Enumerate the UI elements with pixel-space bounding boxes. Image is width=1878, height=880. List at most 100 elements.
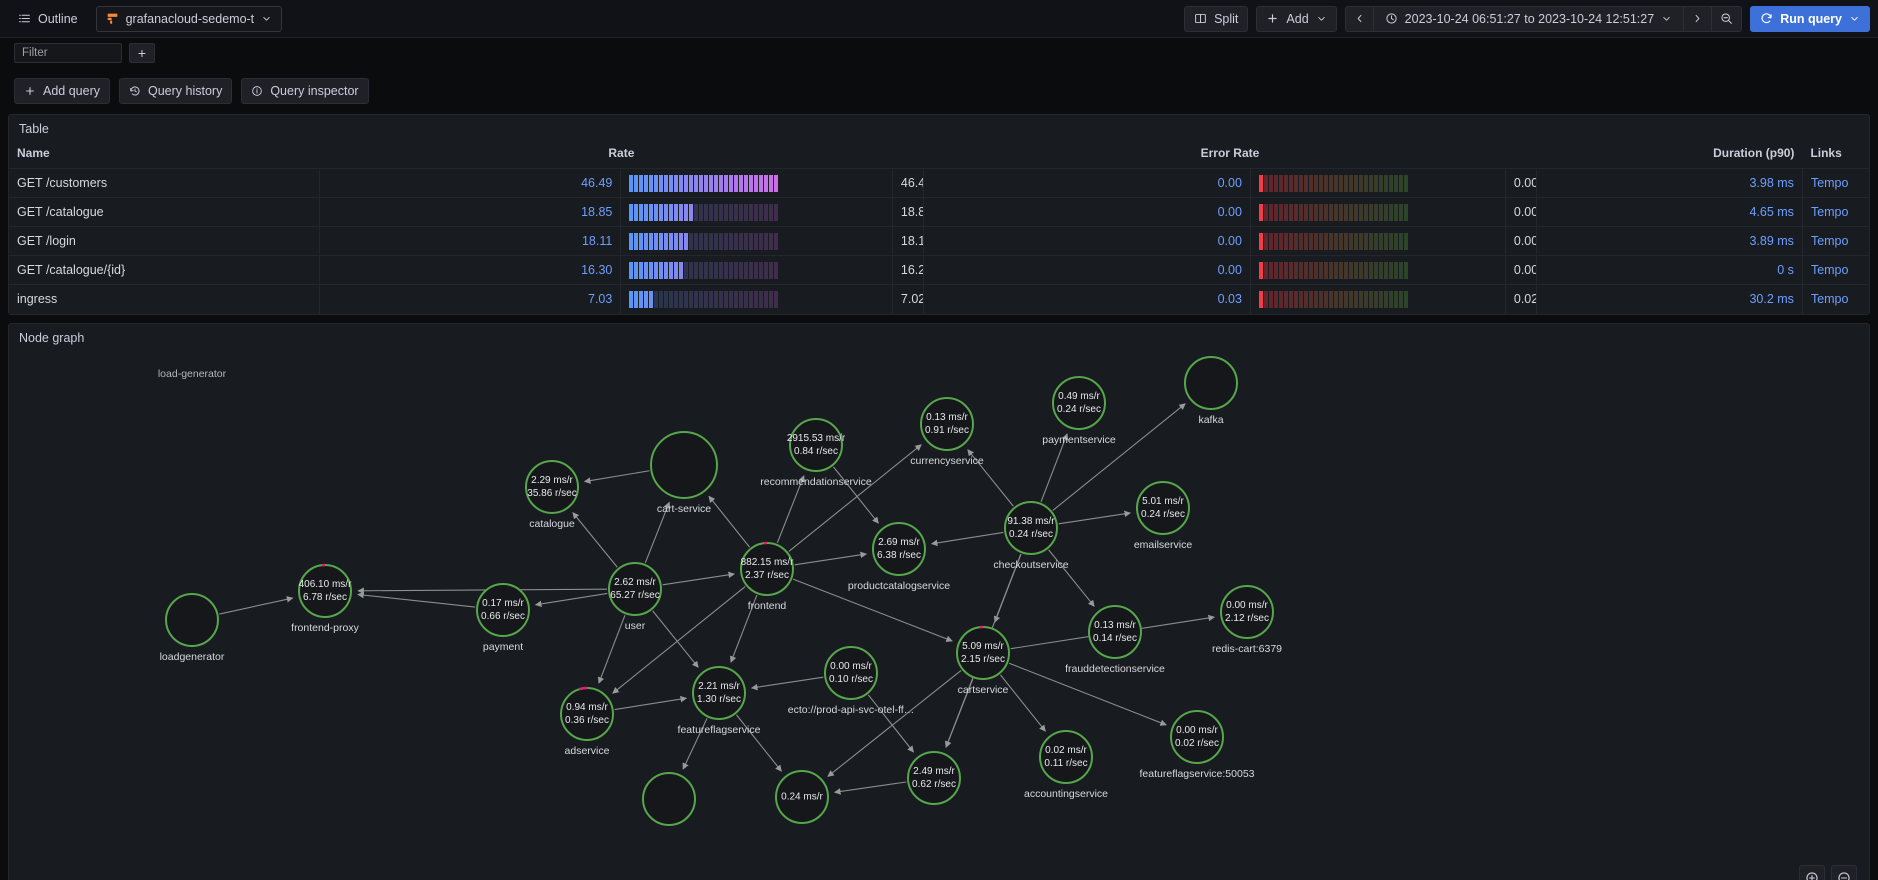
plus-icon <box>24 85 36 97</box>
nodegraph-edge <box>662 571 736 585</box>
cell-error-rate: 0.03 <box>923 284 1251 314</box>
nodegraph-node[interactable] <box>608 561 662 616</box>
add-filter-button[interactable]: + <box>129 43 155 63</box>
nodegraph-edge <box>729 594 758 663</box>
nodegraph-node[interactable] <box>650 430 718 499</box>
nodegraph-edge <box>1048 548 1095 607</box>
nodegraph-node[interactable] <box>955 625 1011 680</box>
column-header-rate[interactable]: Rate <box>319 142 924 169</box>
cell-rate: 18.85 <box>319 197 622 227</box>
nodegraph-panel-title: Node graph <box>19 330 85 345</box>
split-label: Split <box>1214 11 1239 26</box>
column-header-links[interactable]: Links <box>1802 142 1869 169</box>
cell-error-rate-value: 0.000 <box>1505 168 1537 198</box>
add-query-button[interactable]: Add query <box>14 78 110 104</box>
cell-error-rate: 0.00 <box>923 197 1251 227</box>
outline-button[interactable]: Outline <box>8 6 88 32</box>
plus-icon <box>1266 12 1279 25</box>
cell-rate: 18.11 <box>319 226 622 256</box>
zoom-in-icon[interactable] <box>1799 864 1825 880</box>
datasource-picker[interactable]: grafanacloud-sedemo-t <box>95 5 283 32</box>
chevron-down-icon <box>1661 13 1672 24</box>
nodegraph-edge <box>1052 402 1186 511</box>
time-range-picker[interactable]: 2023-10-24 06:51:27 to 2023-10-24 12:51:… <box>1372 6 1685 31</box>
cell-name: GET /customers <box>9 168 320 198</box>
time-shift-back-button[interactable] <box>1346 7 1373 31</box>
nodegraph-node[interactable] <box>775 769 829 824</box>
column-header-name[interactable]: Name <box>9 142 320 169</box>
query-history-button[interactable]: Query history <box>118 78 233 104</box>
cell-rate: 16.30 <box>319 255 622 285</box>
nodegraph-node[interactable] <box>789 417 843 472</box>
nodegraph-edge <box>792 578 953 642</box>
filter-input[interactable]: Filter <box>14 43 122 63</box>
zoom-out-time-button[interactable] <box>1711 6 1741 31</box>
split-icon <box>1194 12 1207 25</box>
nodegraph-node[interactable] <box>165 592 219 647</box>
tempo-link[interactable]: Tempo <box>1810 205 1849 219</box>
nodegraph-edge <box>930 531 1004 546</box>
nodegraph-edge <box>867 694 914 753</box>
time-range-control: 2023-10-24 06:51:27 to 2023-10-24 12:51:… <box>1344 5 1743 32</box>
cell-rate-sparkline <box>620 197 893 227</box>
cell-links[interactable]: Tempo <box>1802 168 1869 198</box>
nodegraph-edge <box>1058 510 1132 524</box>
nodegraph-node[interactable] <box>1136 480 1190 535</box>
tempo-link[interactable]: Tempo <box>1810 176 1849 190</box>
zoom-out-icon[interactable] <box>1831 864 1857 880</box>
nodegraph-node[interactable] <box>642 771 696 826</box>
nodegraph-edge <box>1040 432 1069 502</box>
column-header-error-rate[interactable]: Error Rate <box>923 142 1537 169</box>
nodegraph-node[interactable] <box>1039 729 1093 784</box>
query-history-label: Query history <box>147 84 223 98</box>
nodegraph-node[interactable] <box>872 521 926 576</box>
nodegraph-node[interactable] <box>1220 584 1274 639</box>
add-button[interactable]: Add <box>1256 5 1337 32</box>
chevron-down-icon <box>1316 13 1327 24</box>
cell-duration: 3.98 ms <box>1536 168 1803 198</box>
nodegraph-node[interactable] <box>297 563 353 618</box>
run-query-button[interactable]: Run query <box>1750 5 1870 32</box>
column-header-duration[interactable]: Duration (p90) <box>1536 142 1803 169</box>
cell-links[interactable]: Tempo <box>1802 226 1869 256</box>
nodegraph-node[interactable] <box>559 686 615 741</box>
time-shift-forward-button[interactable] <box>1684 7 1711 31</box>
cell-links[interactable]: Tempo <box>1802 197 1869 227</box>
nodegraph-node[interactable] <box>476 582 530 637</box>
add-label: Add <box>1286 11 1309 26</box>
cell-links[interactable]: Tempo <box>1802 285 1869 314</box>
nodegraph-node[interactable] <box>1184 355 1238 410</box>
split-button[interactable]: Split <box>1184 5 1249 32</box>
tempo-link[interactable]: Tempo <box>1810 292 1849 307</box>
nodegraph-node[interactable] <box>1004 500 1058 555</box>
outline-icon <box>18 12 31 25</box>
nodegraph-node[interactable] <box>907 750 961 805</box>
nodegraph-edge <box>534 592 608 607</box>
tempo-link[interactable]: Tempo <box>1810 263 1849 277</box>
query-actions: Add query Query history Query inspector <box>0 68 1878 114</box>
nodegraph-node[interactable] <box>739 541 795 596</box>
cell-rate-value: 18.106 <box>892 226 924 256</box>
nodegraph-edge <box>682 717 708 770</box>
nodegraph-node[interactable] <box>692 665 746 720</box>
table-row[interactable]: GET /catalogue/{id}16.3016.2970.000.0000… <box>9 255 1869 285</box>
nodegraph-node[interactable] <box>1170 709 1224 764</box>
nodegraph-node[interactable] <box>1052 375 1106 430</box>
nodegraph-node[interactable] <box>920 396 974 451</box>
datasource-label: grafanacloud-sedemo-t <box>125 11 255 26</box>
query-inspector-button[interactable]: Query inspector <box>241 78 369 104</box>
tempo-link[interactable]: Tempo <box>1810 234 1849 248</box>
nodegraph-node[interactable] <box>525 459 579 514</box>
nodegraph-node[interactable] <box>1088 604 1142 659</box>
cell-rate-sparkline <box>620 284 893 314</box>
cell-links[interactable]: Tempo <box>1802 255 1869 285</box>
info-circle-icon <box>251 85 263 97</box>
nodegraph-node[interactable] <box>824 645 878 700</box>
cell-rate-value: 16.297 <box>892 255 924 285</box>
